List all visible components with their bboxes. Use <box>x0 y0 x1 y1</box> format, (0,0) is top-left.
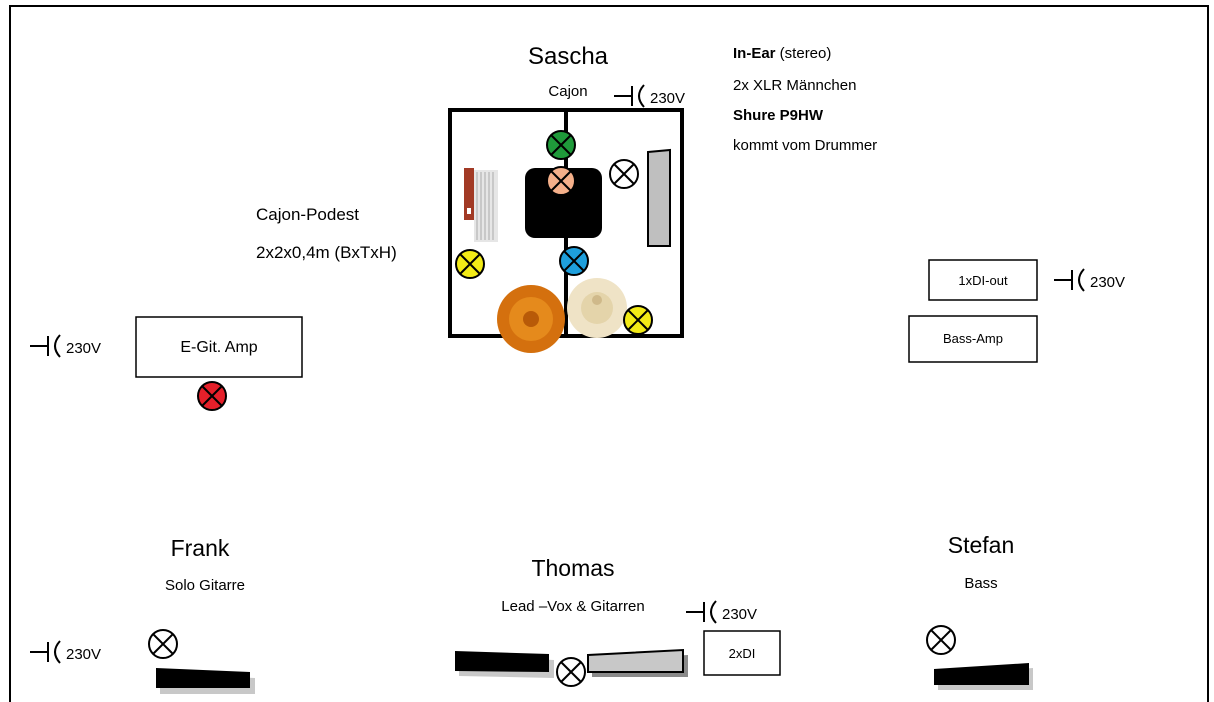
mic-peach-icon <box>546 166 576 196</box>
power-outlet-left-icon <box>29 334 61 358</box>
power-label: 230V <box>650 90 685 107</box>
inear-title: In-Ear (stereo) <box>733 45 831 62</box>
stage-frame <box>9 5 1209 702</box>
mic-yellow-cymbal-icon <box>623 305 653 335</box>
di2-box <box>703 630 781 676</box>
sascha-name: Sascha <box>528 43 609 70</box>
monitor-wedge-thomas-right-icon <box>587 648 688 677</box>
egit-amp-label: E-Git. Amp <box>180 339 257 356</box>
egit-amp-box <box>135 316 303 378</box>
stefan-name: Stefan <box>948 532 1015 558</box>
power-label-thomas: 230V <box>722 606 757 623</box>
power-label-frank: 230V <box>66 646 101 663</box>
di-out-box <box>928 259 1038 301</box>
mic-yellow-icon <box>455 249 485 279</box>
di-out-label: 1xDI-out <box>958 273 1008 288</box>
power-outlet-thomas-icon <box>685 600 717 624</box>
podest-label: Cajon-Podest <box>256 205 359 224</box>
bass-amp-label: Bass-Amp <box>943 331 1003 346</box>
mic-green-icon <box>546 130 576 160</box>
monitor-wedge-frank-icon <box>156 668 255 694</box>
podest-dimensions: 2x2x0,4m (BxTxH) <box>256 243 397 262</box>
mic-blue-icon <box>559 246 589 276</box>
inear-connector: 2x XLR Männchen <box>733 77 856 94</box>
frank-name: Frank <box>171 535 230 561</box>
power-outlet-icon <box>613 84 645 108</box>
thomas-name: Thomas <box>531 555 614 581</box>
stefan-role: Bass <box>964 575 997 592</box>
monitor-wedge-icon <box>647 148 671 247</box>
bass-amp-box <box>908 315 1038 363</box>
thomas-role: Lead –Vox & Gitarren <box>501 598 644 615</box>
di2-label: 2xDI <box>729 646 756 661</box>
mic-stefan-icon <box>926 625 956 655</box>
brushes-icon <box>464 168 498 242</box>
mic-frank-icon <box>148 629 178 659</box>
cymbal-small-icon <box>567 278 627 338</box>
inear-model: Shure P9HW <box>733 107 824 124</box>
mic-red-icon <box>197 381 227 411</box>
inear-source: kommt vom Drummer <box>733 137 877 154</box>
monitor-wedge-thomas-left-icon <box>455 651 554 678</box>
mic-thomas-icon <box>556 657 586 687</box>
power-label-left: 230V <box>66 340 101 357</box>
mic-white-icon <box>609 159 639 189</box>
frank-role: Solo Gitarre <box>165 577 245 594</box>
power-outlet-frank-icon <box>29 640 61 664</box>
monitor-wedge-stefan-icon <box>934 663 1033 690</box>
cymbal-icon <box>497 285 565 353</box>
sascha-role: Cajon <box>548 83 587 100</box>
cajon-icon <box>525 168 602 238</box>
power-label-bass: 230V <box>1090 274 1125 291</box>
power-outlet-bass-icon <box>1053 268 1085 292</box>
